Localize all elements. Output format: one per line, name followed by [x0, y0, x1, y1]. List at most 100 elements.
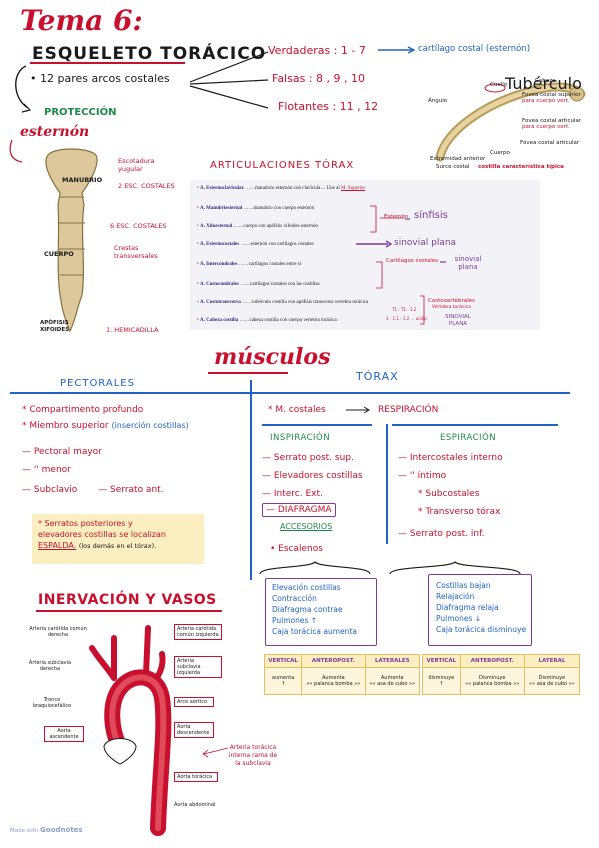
- insp-effects-box: [265, 578, 377, 646]
- acc-item-0: • Escalenos: [270, 544, 323, 554]
- vessel-subclavia-izq: Arteria subclavia izquierda: [174, 656, 222, 678]
- sternum-manubrio: MANUBRIO: [62, 176, 103, 184]
- section-title: ESQUELETO TORÁCICO: [32, 44, 267, 64]
- rib-label-surco: Surco costal: [436, 164, 470, 170]
- group-cartilagos: Cartílagos costales: [386, 258, 439, 264]
- esp-item-3: * Transverso tórax: [418, 507, 501, 517]
- musculos-hline: [10, 392, 570, 394]
- torax-title: TÓRAX: [356, 370, 399, 383]
- articulaciones-panel: [190, 180, 540, 330]
- sternum-illustration: [45, 148, 98, 333]
- pect-item-4: — '' menor: [22, 465, 71, 475]
- art-row-7: • A. Cabeza costilla ……cabeza costilla c…: [197, 318, 337, 323]
- esp-item-0: — Intercostales interno: [398, 453, 503, 463]
- group-t2: 1 - 1.1 - 1.2 ... unión: [386, 316, 427, 321]
- pectorales-title: PECTORALES: [60, 378, 135, 389]
- vessel-carotida-izq: Arteria carótida común izquierda: [174, 624, 222, 640]
- vessel-aorta-tor: Aorta torácica: [174, 772, 218, 782]
- insp-item-1: — Elevadores costillas: [262, 471, 363, 481]
- rib-verdaderas: Verdaderas : 1 - 7: [268, 44, 366, 57]
- esp-effects-box: [428, 574, 532, 646]
- proteccion-label: PROTECCIÓN: [44, 107, 117, 118]
- insp-item-2: — Interc. Ext.: [262, 489, 323, 499]
- esp-item-4: — Serrato post. inf.: [398, 529, 485, 539]
- art-row-4: • A. Intercondrales ……cartílagos costale…: [197, 262, 302, 267]
- musculos-underline: [208, 372, 288, 374]
- sternum-esc-6: 6 ESC. COSTALES: [110, 222, 167, 230]
- group-sinovial-plana: sinovial plana: [394, 238, 457, 248]
- header-connectors: [15, 46, 416, 113]
- rib-falsas: Falsas : 8 , 9 , 10: [272, 72, 365, 85]
- rib-label-angulo: Ángulo: [428, 98, 448, 104]
- articulaciones-title: ARTICULACIONES TÓRAX: [210, 160, 355, 171]
- group-sinovial-plana-3: SINOVIAL PLANA: [445, 314, 471, 327]
- sternum-escotadura: Escotadura yugular: [118, 157, 155, 173]
- braces: [259, 561, 521, 575]
- vessel-note: Arteria torácica interna rama de la subc…: [228, 744, 278, 767]
- rib-label-tuberculo: Tubérculo: [505, 74, 582, 93]
- rib-caption: costilla característica típica: [478, 164, 564, 170]
- rib-label-fovea-art: Fovea costal articular: [522, 118, 582, 124]
- insp-hline: [262, 424, 372, 426]
- sternum-crestas: Crestas transversales: [114, 244, 158, 260]
- torax-respiracion: RESPIRACIÓN: [378, 405, 439, 415]
- esp-hline: [392, 424, 558, 426]
- vessel-aorta-desc: Aorta descendente: [174, 722, 214, 738]
- rib-label-fovea-sup-2: para cuerpo vert.: [522, 98, 570, 104]
- musculos-vline: [250, 380, 252, 580]
- vessel-carotida-der: Arteria carótida común derecha: [29, 626, 87, 638]
- espiracion-title: ESPIRACIÓN: [440, 433, 497, 443]
- insp-item-3: — DIAFRAGMA: [262, 503, 336, 517]
- insp-esp-vline: [386, 424, 388, 544]
- group-t1: T1 - T1 - 1.2: [392, 307, 417, 312]
- rib-label-fovea-sup: Fovea costal superior: [522, 92, 581, 98]
- group-esternon: Esternón: [384, 214, 409, 220]
- vessel-aorta-abd: Aorta abdominal: [174, 802, 216, 808]
- footer-brand: Made with Goodnotes: [10, 826, 83, 834]
- pect-item-0: * Compartimento profundo: [22, 405, 144, 415]
- esp-effects: Costillas bajan Relajación Diafragma rel…: [436, 581, 527, 634]
- rib-label-fovea-art-3: Fovea costal articular: [520, 140, 580, 146]
- articulaciones-connectors: [356, 205, 446, 325]
- title-underline: [30, 62, 185, 64]
- sternum-apofisis: APÓFISIS XIFOIDES: [40, 320, 70, 333]
- vessel-note-arrow: [202, 747, 229, 758]
- pect-note: * Serratos posteriores y elevadores cost…: [38, 519, 166, 550]
- inervacion-underline: [36, 610, 222, 612]
- sternum-connectors: [9, 139, 23, 163]
- pect-note-box: [32, 514, 204, 564]
- rib-illustration: [435, 82, 586, 162]
- art-row-1: • A. Manubriesternal ……manubrio con cuer…: [197, 206, 315, 211]
- sternum-title: esternón: [20, 124, 90, 140]
- esp-table: VERTICAL ANTEROPOST. LATERAL disminuye↑ …: [422, 654, 581, 695]
- pect-item-5: — Subclavio — Serrato ant.: [22, 485, 164, 495]
- art-row-6: • A. Costotransversa ……tubérculo costill…: [197, 300, 369, 305]
- rib-verdaderas-extra: cartílago costal (esternón): [418, 44, 531, 54]
- vessel-arco: Arco aórtico: [174, 697, 214, 707]
- art-row-5: • A. Costocondrales ……cartílagos costale…: [197, 282, 320, 287]
- vessel-tronco: Tronco braquiocefálico: [32, 697, 72, 709]
- torax-arrow: [346, 406, 370, 414]
- group-vertebra: Vértebra torácica: [432, 305, 471, 310]
- insp-item-0: — Serrato post. sup.: [262, 453, 354, 463]
- torax-costales: * M. costales: [268, 405, 326, 415]
- rib-label-cabeza: Cabeza: [535, 78, 556, 84]
- tema-title: Tema 6:: [20, 4, 143, 37]
- group-sinovial-plana-2: sinovial plana: [454, 255, 482, 271]
- aorta-illustration: [89, 625, 172, 836]
- group-sinfisis: sínfisis: [414, 210, 448, 221]
- rib-label-fovea-art-2: para cuerpo vert.: [522, 124, 570, 130]
- accesorios-title: ACCESORIOS: [280, 522, 333, 531]
- pect-item-3: — Pectoral mayor: [22, 447, 102, 457]
- rib-label-cuello: Cuello: [490, 82, 508, 88]
- pect-item-1: * Miembro superior (inserción costillas): [22, 421, 189, 431]
- insp-effects: Elevación costillas Contracción Diafragm…: [272, 583, 357, 636]
- rib-label-extremidad: Extremidad anterior: [430, 156, 486, 162]
- inspiracion-title: INSPIRACIÓN: [270, 433, 331, 443]
- group-costovertebrales: Costovertebrales: [428, 298, 475, 304]
- esp-item-2: * Subcostales: [418, 489, 480, 499]
- art-row-2: • A. Xifoesternal ……cuerpo con apófisis …: [197, 224, 318, 229]
- inervacion-title: INERVACIÓN Y VASOS: [38, 592, 217, 608]
- art-row-3: • A. Esternocostales ……esternón con cart…: [197, 242, 314, 247]
- art-row-0: • A. Esternoclavicular ……manubrio estern…: [197, 186, 366, 191]
